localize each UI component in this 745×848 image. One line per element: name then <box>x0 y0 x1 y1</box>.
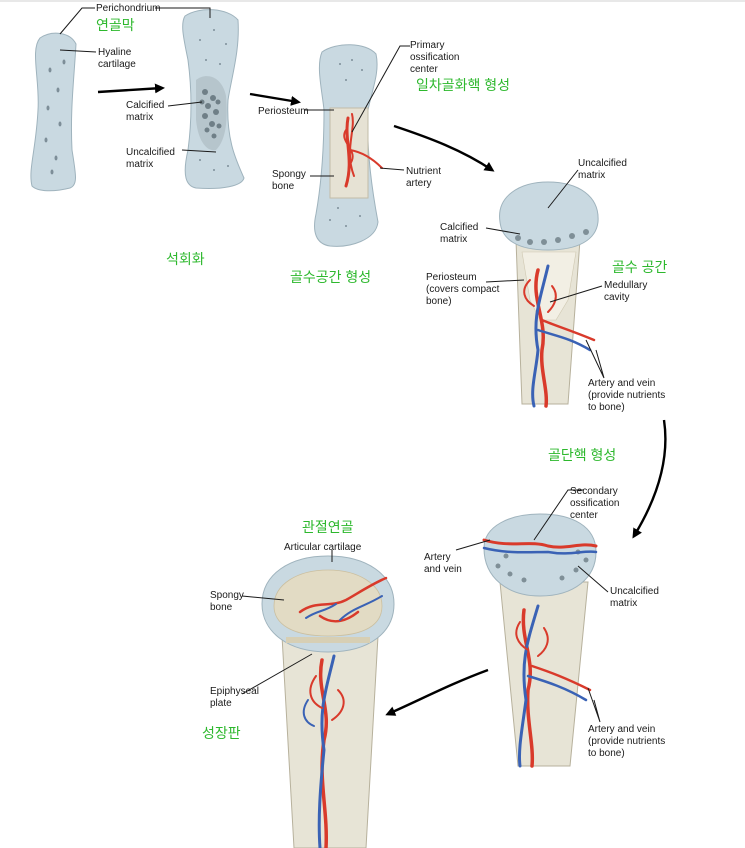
label-medullary-2: cavity <box>604 292 630 303</box>
label-artery-vein-top-1: Artery <box>424 552 451 563</box>
label-articular-cartilage: Articular cartilage <box>284 542 362 553</box>
stage-3-primary-ossification <box>314 44 383 247</box>
arrow-3-to-4 <box>393 124 495 172</box>
ko-secondary-center: 골단핵 형성 <box>548 447 616 463</box>
ko-calcification: 석회화 <box>166 251 205 267</box>
arrow-4-to-5 <box>632 419 667 539</box>
ko-marrow-space: 골수 공간 <box>612 259 668 275</box>
label-s4-uncalcified-2: matrix <box>578 170 605 181</box>
label-artery-vein-a-3: to bone) <box>588 402 625 413</box>
stage-6-articular-growth-plate <box>261 555 395 848</box>
stage-2-calcified-model <box>182 9 245 189</box>
label-artery-vein-top-2: and vein <box>424 564 462 575</box>
label-secondary-2: ossification <box>570 498 619 509</box>
label-epiphyseal-2: plate <box>210 698 232 709</box>
arrow-5-to-6 <box>385 668 489 716</box>
stage-1-cartilage-model <box>30 32 77 192</box>
label-spongy-2: bone <box>272 181 295 192</box>
ko-marrow-formation: 골수공간 형성 <box>290 269 371 285</box>
label-hyaline-1: Hyaline <box>98 47 132 58</box>
label-nutrient-1: Nutrient <box>406 166 441 177</box>
label-s6-spongy-1: Spongy <box>210 590 244 601</box>
label-calcified-2: matrix <box>126 112 153 123</box>
label-artery-vein-b-3: to bone) <box>588 748 625 759</box>
label-hyaline-2: cartilage <box>98 59 136 70</box>
epiphysis-5 <box>483 513 597 597</box>
ko-articular-cartilage: 관절연골 <box>302 519 354 535</box>
label-s5-uncalcified-2: matrix <box>610 598 637 609</box>
label-artery-vein-b-2: (provide nutrients <box>588 736 665 747</box>
label-s4-uncalcified-1: Uncalcified <box>578 158 627 169</box>
label-periosteum-compact-3: bone) <box>426 296 452 307</box>
label-periosteum: Periosteum <box>258 106 309 117</box>
label-epiphyseal-1: Epiphyseal <box>210 686 259 697</box>
process-arrows <box>97 83 667 716</box>
label-perichondrium: Perichondrium <box>96 3 160 14</box>
ko-cartilage-membrane: 연골막 <box>96 17 135 33</box>
ko-primary-center: 일차골화핵 형성 <box>416 77 510 93</box>
arrow-1-to-2 <box>97 83 165 94</box>
label-secondary-3: center <box>570 510 598 521</box>
leader-lines <box>59 7 609 723</box>
label-artery-vein-a-1: Artery and vein <box>588 378 655 389</box>
korean-annotations: 연골막 석회화 일차골화핵 형성 골수공간 형성 골수 공간 골단핵 형성 관절… <box>96 17 668 741</box>
epiphysis-4 <box>499 181 599 251</box>
label-periosteum-compact-2: (covers compact <box>426 284 500 295</box>
label-periosteum-compact-1: Periosteum <box>426 272 477 283</box>
label-nutrient-2: artery <box>406 178 432 189</box>
stage-4-marrow-cavity <box>499 181 599 408</box>
label-secondary-1: Secondary <box>570 486 618 497</box>
english-labels: Perichondrium Hyaline cartilage Calcifie… <box>96 3 665 759</box>
cartilage-model-1 <box>30 32 77 192</box>
label-s5-uncalcified-1: Uncalcified <box>610 586 659 597</box>
ko-growth-plate: 성장판 <box>202 725 241 741</box>
label-s4-calcified-2: matrix <box>440 234 467 245</box>
label-uncalcified-2: matrix <box>126 159 153 170</box>
stage-5-secondary-ossification <box>482 513 598 768</box>
label-artery-vein-b-1: Artery and vein <box>588 724 655 735</box>
label-s6-spongy-2: bone <box>210 602 233 613</box>
label-medullary-1: Medullary <box>604 280 647 291</box>
label-artery-vein-a-2: (provide nutrients <box>588 390 665 401</box>
label-primary-1: Primary <box>410 40 444 51</box>
label-primary-2: ossification <box>410 52 459 63</box>
label-primary-3: center <box>410 64 438 75</box>
label-s4-calcified-1: Calcified <box>440 222 478 233</box>
arrow-2-to-3 <box>249 92 301 106</box>
diaphysis-5 <box>499 581 589 767</box>
label-calcified-1: Calcified <box>126 100 164 111</box>
label-spongy-1: Spongy <box>272 169 306 180</box>
label-uncalcified-1: Uncalcified <box>126 147 175 158</box>
